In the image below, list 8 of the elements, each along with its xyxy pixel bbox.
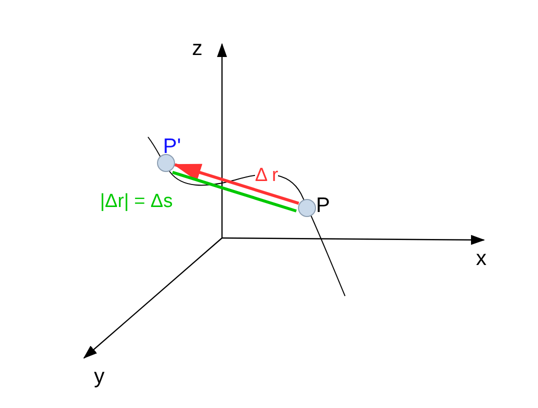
- axis-label: x: [476, 248, 486, 270]
- axis-label: z: [192, 38, 202, 60]
- edge-label: |Δr| = Δs: [100, 192, 173, 212]
- point-label: P: [316, 195, 330, 217]
- axis-label: y: [94, 366, 104, 388]
- point-label: P': [163, 136, 182, 158]
- arrow: [172, 163, 300, 205]
- connector-line: [172, 170, 297, 212]
